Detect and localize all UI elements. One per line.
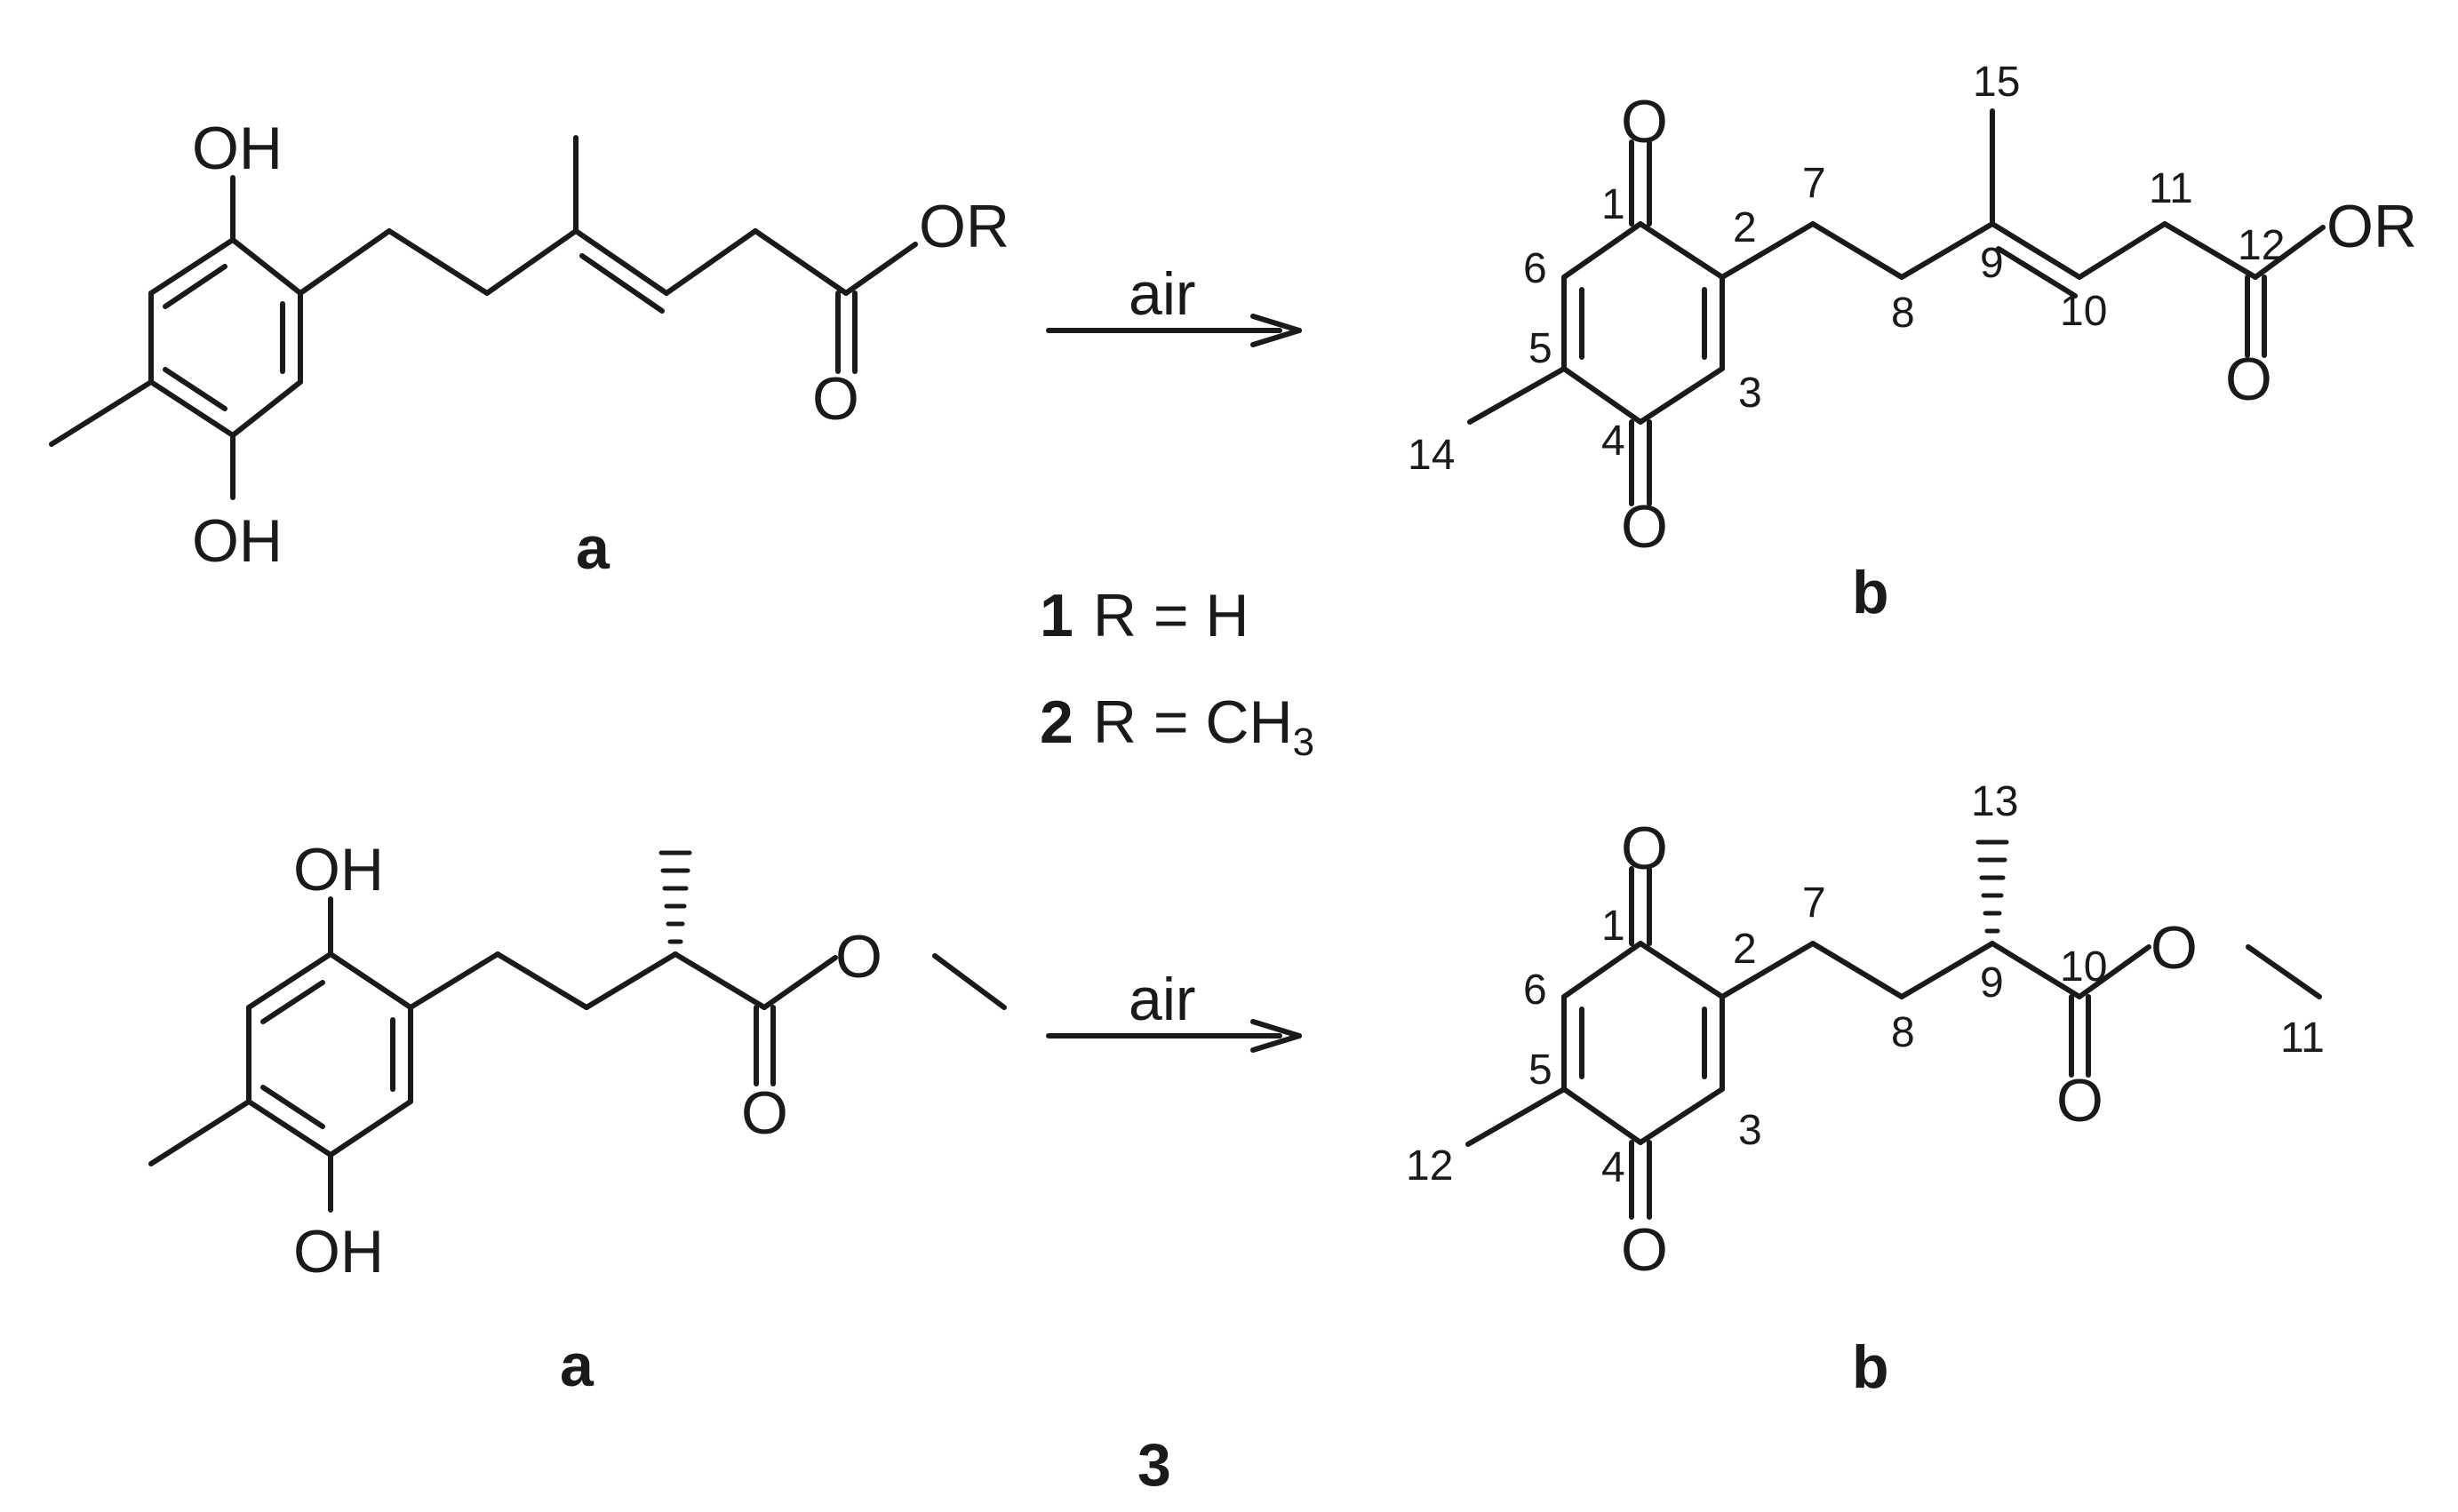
top-b-num-3: 3 xyxy=(1738,370,1762,417)
bottom-b-num-6: 6 xyxy=(1523,967,1547,1014)
bottom-b-num-7: 7 xyxy=(1802,879,1826,927)
bottom-structure-label-b: b xyxy=(1852,1333,1889,1401)
top-b-num-9: 9 xyxy=(1980,240,2004,287)
top-b-num-14: 14 xyxy=(1408,432,1455,479)
bottom-b-num-13: 13 xyxy=(1971,778,2018,825)
bottom-b-num-12: 12 xyxy=(1406,1142,1453,1190)
top-reaction-arrow xyxy=(1046,314,1302,347)
bottom-b-num-3: 3 xyxy=(1738,1107,1762,1154)
bottom-hydroquinone-structure xyxy=(148,850,1007,1213)
top-b-num-1: 1 xyxy=(1601,181,1625,228)
top-b-num-5: 5 xyxy=(1528,325,1552,372)
top-quinone-structure xyxy=(1467,108,2326,506)
bottom-a-oh-upper: OH xyxy=(293,836,384,903)
bottom-a-carbonyl-o: O xyxy=(741,1079,788,1147)
top-b-carbonyl-o: O xyxy=(2225,346,2272,413)
top-a-oh-lower: OH xyxy=(192,507,283,575)
bottom-b-num-2: 2 xyxy=(1733,926,1757,973)
bottom-b-c4-oxygen: O xyxy=(1621,1216,1668,1284)
bottom-b-num-1: 1 xyxy=(1601,903,1625,950)
bottom-b-num-5: 5 xyxy=(1528,1046,1552,1094)
bottom-b-num-4: 4 xyxy=(1601,1144,1625,1191)
bottom-a-ester-oxygen: O xyxy=(835,923,882,991)
bottom-structure-label-a: a xyxy=(560,1332,595,1399)
top-structure-label-a: a xyxy=(576,514,611,582)
bottom-b-c1-oxygen: O xyxy=(1621,815,1668,882)
top-a-oh-upper: OH xyxy=(192,115,283,182)
top-arrow-reagent: air xyxy=(1129,260,1196,328)
bottom-a-oh-lower: OH xyxy=(293,1218,384,1285)
top-b-c4-oxygen: O xyxy=(1621,493,1668,561)
top-b-c1-oxygen: O xyxy=(1621,88,1668,155)
top-b-num-8: 8 xyxy=(1891,290,1915,337)
top-hydroquinone-structure xyxy=(49,135,918,500)
bottom-b-num-10: 10 xyxy=(2060,943,2107,991)
bottom-b-carbonyl-o: O xyxy=(2056,1067,2103,1134)
bottom-b-num-11: 11 xyxy=(2280,1015,2325,1062)
top-a-ester-or: OR xyxy=(919,193,1010,260)
top-b-num-15: 15 xyxy=(1973,59,2020,106)
top-b-num-10: 10 xyxy=(2060,288,2107,335)
bottom-quinone-structure xyxy=(1465,840,2322,1220)
top-b-num-12: 12 xyxy=(2238,222,2285,269)
bottom-reaction-arrow xyxy=(1046,1019,1302,1053)
top-b-num-11: 11 xyxy=(2149,165,2193,212)
top-b-num-7: 7 xyxy=(1802,160,1826,207)
bottom-arrow-reagent: air xyxy=(1129,966,1196,1033)
top-b-ester-or: OR xyxy=(2326,193,2417,260)
bottom-b-num-9: 9 xyxy=(1980,959,2004,1007)
top-b-num-2: 2 xyxy=(1733,204,1757,251)
bottom-b-ester-oxygen: O xyxy=(2151,914,2198,982)
bottom-b-num-8: 8 xyxy=(1891,1009,1915,1056)
top-a-carbonyl-o: O xyxy=(812,365,859,433)
top-structure-label-b: b xyxy=(1852,559,1889,626)
top-b-num-6: 6 xyxy=(1523,245,1547,292)
top-b-num-4: 4 xyxy=(1601,418,1625,465)
compound-3-label: 3 xyxy=(1137,1431,1171,1499)
